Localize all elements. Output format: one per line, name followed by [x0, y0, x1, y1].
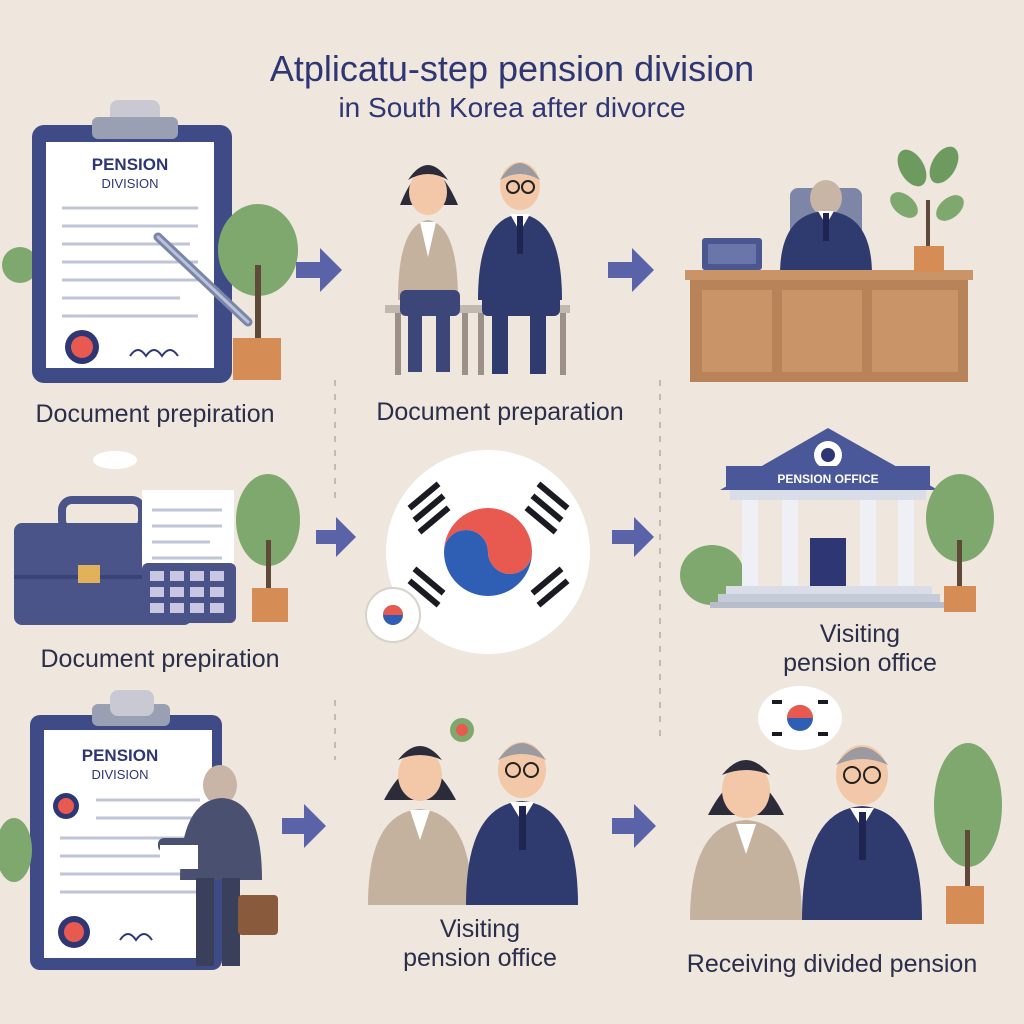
title-sub: in South Korea after divorce — [338, 92, 686, 123]
potted-tree-icon — [218, 204, 298, 380]
arrow-right-icon — [612, 517, 654, 557]
caption-step2: Document preparation — [376, 398, 624, 426]
caption-step4: Document prepiration — [40, 645, 280, 673]
caption-step1: Document prepiration — [35, 400, 275, 428]
arrow-right-icon — [282, 804, 326, 848]
potted-tree-icon — [236, 474, 300, 622]
arrow-right-icon — [612, 804, 656, 848]
tree-icon — [2, 247, 38, 283]
clipboard-document-icon: PENSION DIVISION — [30, 690, 222, 970]
couple-seated-icon — [385, 162, 570, 375]
doc-label-line2: DIVISION — [101, 176, 158, 191]
speech-bubble-icon — [93, 451, 137, 469]
tree-icon — [0, 818, 32, 882]
couple-standing-icon — [368, 742, 578, 905]
caption-step6-line1: Visiting — [819, 620, 901, 648]
flag-badge-icon — [450, 718, 474, 742]
potted-tree-icon — [934, 743, 1002, 924]
caption-step6-line2: pension office — [783, 648, 937, 677]
doc-label-line1: PENSION — [92, 155, 169, 174]
doc-label-line1: PENSION — [82, 746, 159, 765]
pension-office-building-icon: PENSION OFFICE — [680, 428, 948, 608]
title-main: Atplicatu-step pension division — [269, 48, 755, 89]
caption-step9: Receiving divided pension — [686, 950, 978, 978]
caption-step8: Visiting pension office — [330, 915, 630, 973]
caption-step8-line2: pension office — [403, 943, 557, 972]
caption-step6: Visiting pension office — [710, 620, 1010, 678]
building-sign: PENSION OFFICE — [777, 472, 878, 486]
korean-flag-badge-icon — [365, 587, 421, 643]
potted-plant-icon — [890, 146, 964, 272]
arrow-right-icon — [296, 248, 342, 292]
arrow-right-icon — [608, 248, 654, 292]
potted-tree-icon — [926, 474, 994, 612]
couple-receiving-icon — [690, 745, 922, 920]
caption-step8-line1: Visiting — [439, 915, 521, 943]
doc-label-line2: DIVISION — [91, 767, 148, 782]
speech-bubble-flag-icon — [758, 686, 842, 750]
arrow-right-icon — [316, 517, 356, 557]
clipboard-document-icon: PENSION DIVISION — [32, 100, 232, 383]
calculator-icon — [142, 563, 236, 623]
man-with-briefcase-icon — [158, 765, 278, 966]
korean-flag-icon — [386, 450, 590, 654]
judge-at-desk-icon — [685, 180, 973, 382]
pen-icon — [153, 232, 253, 327]
